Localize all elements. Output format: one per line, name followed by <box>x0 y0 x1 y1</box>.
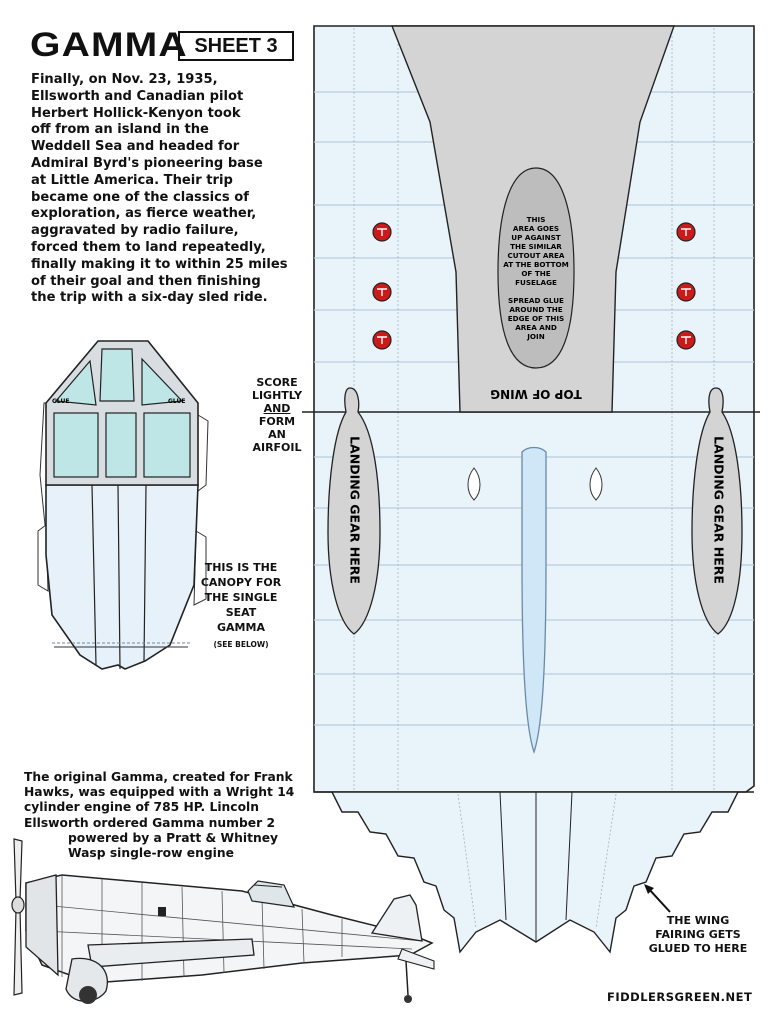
intro-line: forced them to land repeatedly, <box>31 239 266 255</box>
arrow-icon <box>644 884 671 913</box>
fairing-note-line: THE WING <box>666 914 730 927</box>
score-instruction: SCORE LIGHTLY AND FORM AN AIRFOIL <box>245 376 309 454</box>
orig-line: Ellsworth ordered Gamma number 2 <box>24 815 276 830</box>
top-of-wing-label: TOP OF WING <box>490 387 582 401</box>
svg-text:THIS: THIS <box>527 215 546 224</box>
intro-line: became one of the classics of <box>31 189 249 205</box>
svg-text:SPREAD GLUE: SPREAD GLUE <box>508 296 564 305</box>
intro-line: off from an island in the <box>31 122 209 138</box>
svg-text:THE SIMILAR: THE SIMILAR <box>510 242 562 251</box>
center-note: THIS AREA GOES UP AGAINST THE SIMILAR CU… <box>503 215 569 341</box>
glue-label: GLUE <box>52 398 70 405</box>
airplane-illustration <box>11 838 435 1004</box>
svg-text:FUSELAGE: FUSELAGE <box>515 278 557 287</box>
intro-line: Ellsworth and Canadian pilot <box>31 88 244 104</box>
svg-text:JOIN: JOIN <box>526 332 544 341</box>
canopy-window <box>143 412 191 478</box>
intro-line: finally making it to within 25 miles <box>31 256 288 272</box>
canopy-window <box>105 412 137 478</box>
canopy-note: THIS IS THE CANOPY FOR THE SINGLE SEAT G… <box>200 560 282 652</box>
orig-line: The original Gamma, created for Frank <box>24 770 293 784</box>
fairing-note-line: FAIRING GETS <box>655 928 741 941</box>
score-line: AIRFOIL <box>252 441 302 454</box>
canopy-window <box>54 359 97 406</box>
canopy-window <box>141 357 184 406</box>
canopy-window <box>99 348 135 402</box>
svg-text:CUTOUT AREA: CUTOUT AREA <box>508 251 565 260</box>
canopy-lower-body <box>45 484 199 670</box>
canopy-cutout[interactable]: GLUE GLUE <box>30 335 215 680</box>
sheet-number-badge: SHEET 3 <box>178 31 294 61</box>
intro-line: the trip with a six-day sled ride. <box>31 290 268 306</box>
landing-gear-area-left <box>327 387 381 635</box>
glue-area-oval <box>497 167 575 369</box>
intro-paragraph: Finally, on Nov. 23, 1935, Ellsworth and… <box>31 72 293 307</box>
fairing-note-line: GLUED TO HERE <box>648 942 748 955</box>
original-gamma-paragraph: The original Gamma, created for Frank Ha… <box>24 770 324 861</box>
wing-fairing <box>314 791 754 954</box>
canopy-note-line: THE SINGLE <box>204 591 278 604</box>
intro-line: Herbert Hollick-Kenyon took <box>31 105 241 121</box>
site-footer[interactable]: FIDDLERSGREEN.NET <box>607 990 753 1004</box>
page-title: GAMMA <box>30 26 188 64</box>
svg-text:UP AGAINST: UP AGAINST <box>511 233 560 242</box>
insignia-icon <box>372 222 696 350</box>
svg-text:AROUND THE: AROUND THE <box>509 305 562 314</box>
teardrop-mark <box>467 467 481 501</box>
canopy-window <box>53 412 99 478</box>
glue-tab <box>197 414 209 492</box>
orig-line: powered by a Pratt & Whitney <box>68 830 279 845</box>
teardrop-mark <box>589 467 603 501</box>
intro-line: Admiral Byrd's pioneering base <box>31 155 263 171</box>
score-line: AND <box>263 402 291 415</box>
canopy-note-line: CANOPY FOR <box>200 576 282 589</box>
score-line: LIGHTLY <box>251 389 303 402</box>
intro-line: Finally, on Nov. 23, 1935, <box>31 72 218 87</box>
canopy-note-line: SEAT GAMMA <box>217 606 265 634</box>
landing-gear-label: LANDING GEAR HERE <box>348 436 363 584</box>
score-line: SCORE <box>256 376 298 389</box>
orig-line: cylinder engine of 785 HP. Lincoln <box>24 800 260 815</box>
wing-cutout[interactable]: THIS AREA GOES UP AGAINST THE SIMILAR CU… <box>300 22 762 962</box>
intro-line: aggravated by radio failure, <box>31 223 239 239</box>
glue-label: GLUE <box>168 398 186 405</box>
score-line: AN <box>268 428 286 441</box>
canopy-note-small: (SEE BELOW) <box>213 640 269 649</box>
intro-line: Weddell Sea and headed for <box>31 139 240 155</box>
score-line: FORM <box>258 415 296 428</box>
svg-text:OF THE: OF THE <box>521 269 550 278</box>
svg-text:AT THE BOTTOM: AT THE BOTTOM <box>503 260 569 269</box>
orig-line: Wasp single-row engine <box>68 846 234 861</box>
intro-line: at Little America. Their trip <box>31 172 233 188</box>
svg-text:AREA GOES: AREA GOES <box>513 224 559 233</box>
intro-line: exploration, as fierce weather, <box>31 206 257 222</box>
center-spine <box>521 446 547 755</box>
intro-line: of their goal and then finishing <box>31 273 261 289</box>
glue-tab <box>39 402 47 536</box>
canopy-note-line: THIS IS THE <box>204 561 278 574</box>
svg-text:AREA AND: AREA AND <box>515 323 557 332</box>
orig-line: Hawks, was equipped with a Wright 14 <box>24 785 295 800</box>
svg-text:EDGE OF THIS: EDGE OF THIS <box>508 314 564 323</box>
fairing-note: THE WING FAIRING GETS GLUED TO HERE <box>648 914 748 956</box>
landing-gear-label: LANDING GEAR HERE <box>712 436 727 584</box>
landing-gear-area-right <box>691 387 743 635</box>
